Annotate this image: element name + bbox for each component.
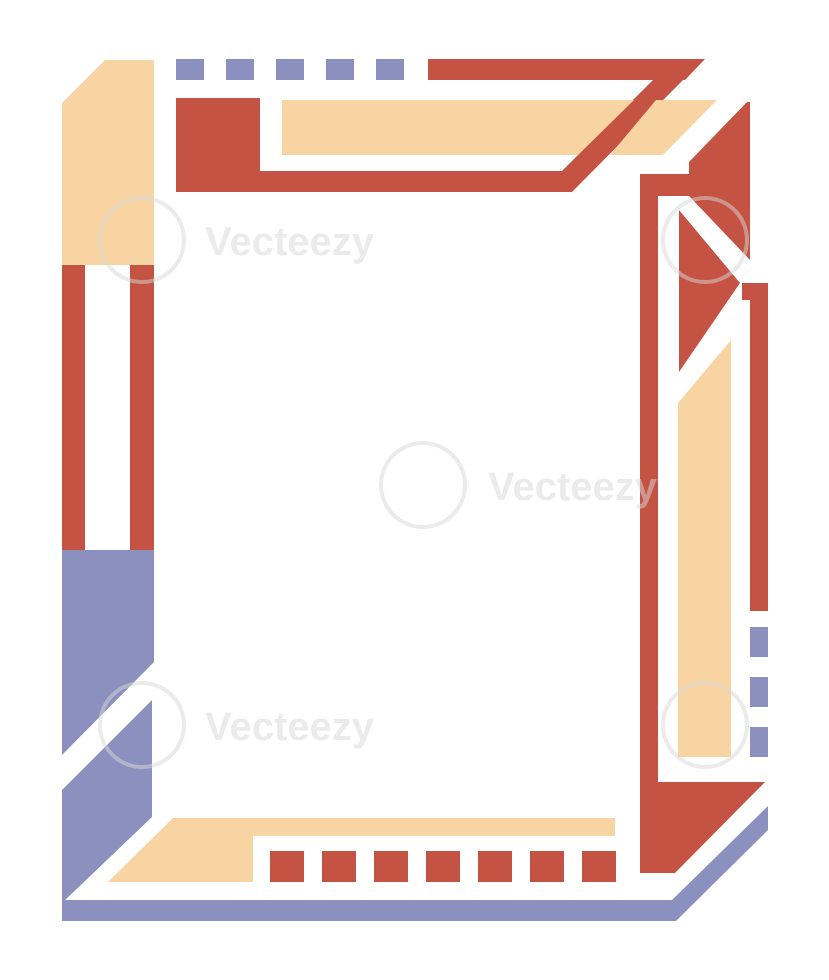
watermark-logo-icon [661,681,749,769]
right-red-bottom-wedge [640,782,765,873]
right-blue-dash-2 [750,677,768,707]
top-blue-dash-5 [376,59,404,80]
bottom-red-square-4 [426,851,460,882]
top-blue-dash-1 [176,59,204,80]
right-blue-dash-1 [750,627,768,657]
top-red-bracket [176,80,683,192]
bottom-red-square-2 [322,851,356,882]
left-red-outer-bar [62,265,85,550]
top-blue-dash-3 [276,59,304,80]
top-blue-dash-2 [226,59,254,80]
watermark: Vecteezy Vecteezy Vecteezy [98,196,749,769]
right-blue-dash-3 [750,727,768,757]
bottom-peach-band [108,818,615,882]
bottom-red-square-7 [582,851,616,882]
top-peach-band [282,100,634,155]
right-red-inner-triangle [679,210,740,372]
watermark-text-2: Vecteezy [488,465,658,509]
watermark-logo-icon [98,681,186,769]
top-red-long-bar [428,59,705,80]
watermark-logo-icon [98,196,186,284]
watermark-text-3: Vecteezy [205,705,375,749]
left-red-inner-bar [130,265,154,550]
top-blue-dash-4 [326,59,354,80]
bottom-blue-base [62,806,768,921]
right-peach-column [678,340,731,757]
right-red-top-triangle [689,102,750,260]
right-red-thin-bar [742,283,768,611]
top-right-peach-corner [610,100,717,155]
bottom-red-square-5 [478,851,512,882]
bottom-red-square-6 [530,851,564,882]
watermark-logo-icon [379,441,467,529]
watermark-text-1: Vecteezy [205,220,375,264]
bottom-red-square-1 [270,851,304,882]
left-top-peach-block [62,60,154,265]
left-blue-outline-parallelogram [62,700,152,903]
left-blue-block [62,550,154,755]
bottom-red-square-3 [374,851,408,882]
watermark-logo-icon [661,196,749,284]
